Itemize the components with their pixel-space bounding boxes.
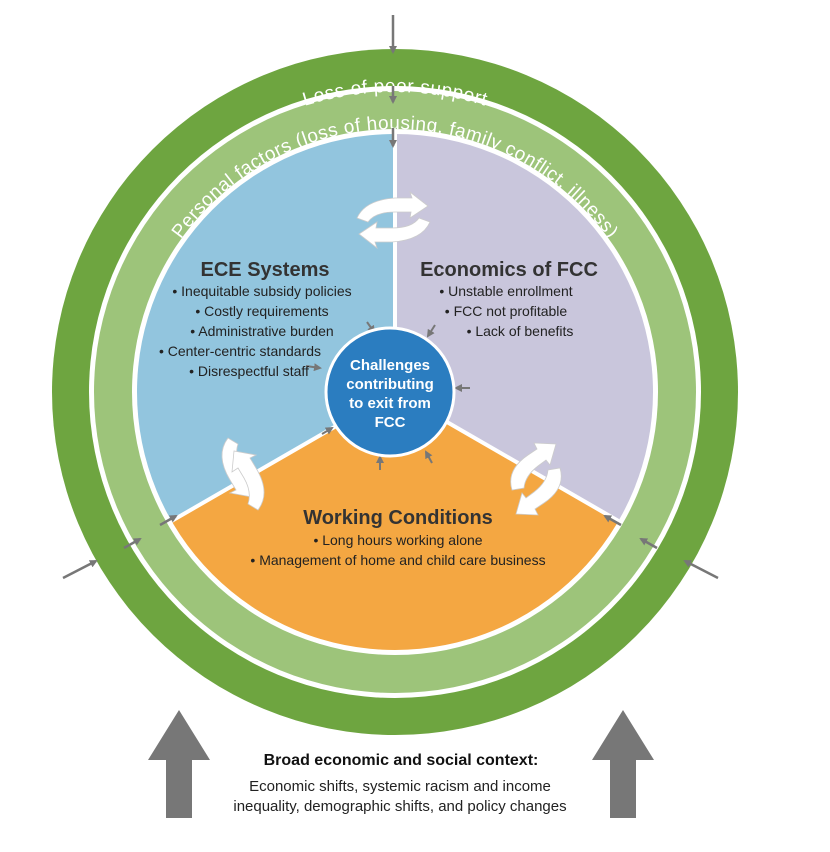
pointer-arrow-7: [425, 450, 433, 464]
arrow-right-middle: [639, 537, 658, 550]
list-item: • FCC not profitable: [445, 303, 568, 319]
list-item: • Unstable enrollment: [439, 283, 572, 299]
ece-systems-list: • Inequitable subsidy policies • Costly …: [159, 283, 352, 379]
economics-of-fcc-title: Economics of FCC: [420, 259, 598, 281]
list-item: • Administrative burden: [190, 323, 333, 339]
list-item: • Lack of benefits: [467, 323, 574, 339]
ece-systems-title: ECE Systems: [201, 259, 330, 281]
cycle-arrows-left: [221, 437, 265, 511]
context-line: Economic shifts, systemic racism and inc…: [249, 778, 551, 795]
list-item: • Long hours working alone: [313, 532, 482, 548]
arrow-left-middle: [123, 537, 142, 550]
cycle-arrows-top: [356, 190, 431, 250]
center-line: Challenges: [350, 357, 430, 374]
list-item: • Management of home and child care busi…: [250, 552, 545, 568]
center-line: FCC: [375, 414, 406, 431]
arrow-right-outer: [683, 559, 719, 580]
context-arrow-left: [148, 710, 210, 818]
center-circle: [324, 326, 456, 458]
list-item: • Costly requirements: [195, 303, 328, 319]
pointer-arrow-3: [305, 363, 322, 372]
arrow-left-outer: [62, 559, 98, 580]
economics-of-fcc-list: • Unstable enrollment • FCC not profitab…: [439, 283, 573, 339]
arrow-right-inner: [603, 514, 622, 527]
list-item: • Disrespectful staff: [189, 363, 309, 379]
list-item: • Inequitable subsidy policies: [172, 283, 351, 299]
working-conditions-title: Working Conditions: [303, 507, 493, 529]
center-label: Challenges contributing to exit from FCC: [346, 357, 433, 431]
cycle-arrows-right: [510, 442, 562, 516]
arrow-left-inner: [159, 514, 178, 527]
center-line: contributing: [346, 376, 433, 393]
center-line: to exit from: [349, 395, 431, 412]
context-arrow-right: [592, 710, 654, 818]
pointer-arrow-2: [426, 324, 436, 338]
list-item: • Center-centric standards: [159, 343, 321, 359]
context-title: Broad economic and social context:: [264, 752, 539, 769]
working-conditions-list: • Long hours working alone • Management …: [250, 532, 545, 568]
pointer-arrow-5: [321, 426, 334, 435]
context-line: inequality, demographic shifts, and poli…: [233, 798, 566, 815]
